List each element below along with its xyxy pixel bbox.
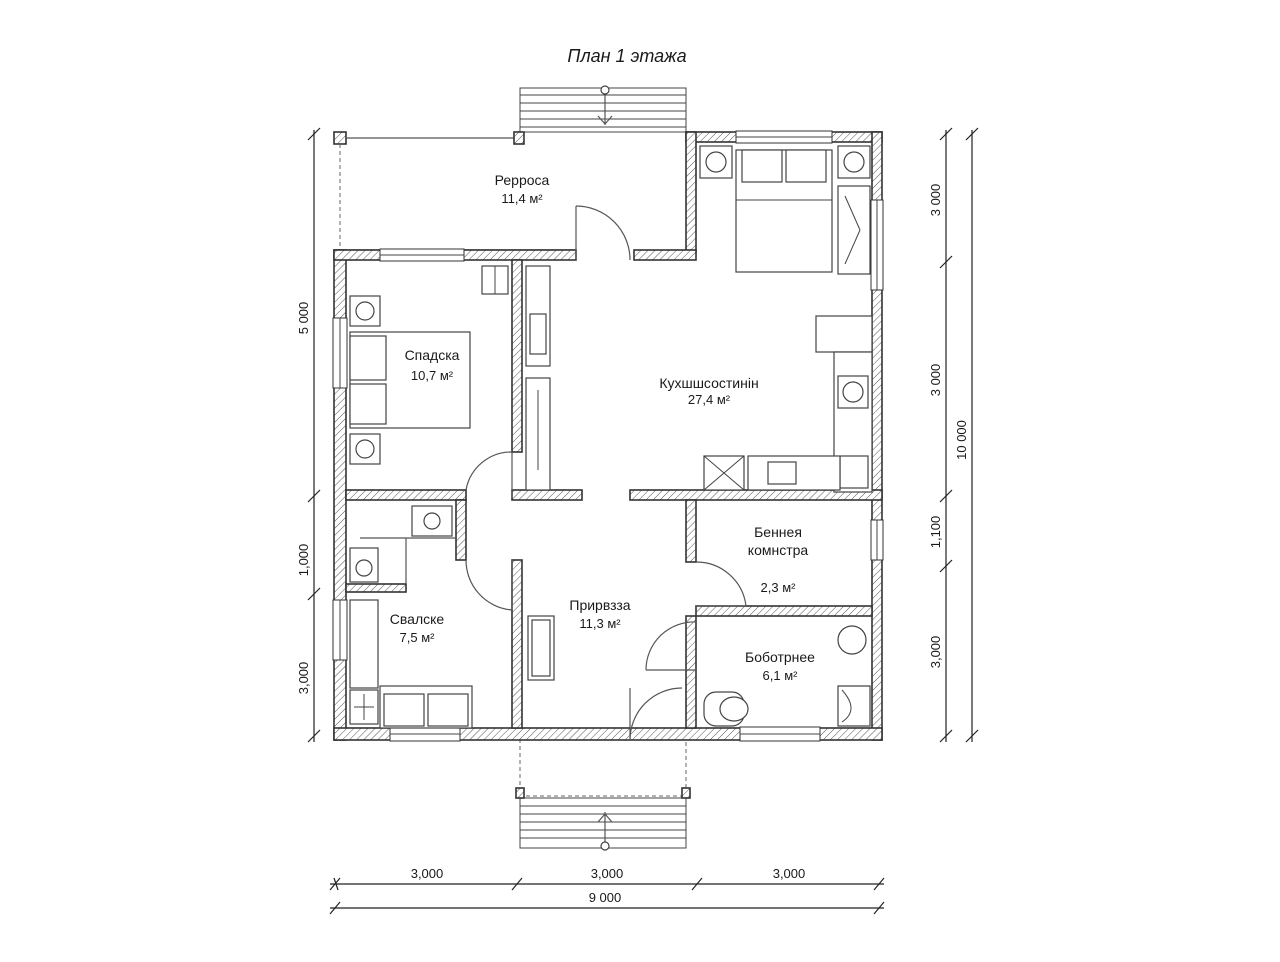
- terrace-name: Рерроса: [495, 172, 550, 188]
- dim-right-3: 1,100: [928, 516, 943, 549]
- storage-area: 2,3 м²: [761, 580, 797, 595]
- dim-right-4: 3,000: [928, 636, 943, 669]
- plan-title: План 1 этажа: [567, 46, 686, 66]
- hall-name: Прирвзза: [569, 597, 630, 613]
- furniture: [349, 145, 873, 729]
- bath-area: 6,1 м²: [763, 668, 799, 683]
- right-dimensions: 3 000 3 000 1,100 3,000 10 000: [928, 127, 979, 743]
- kitchen-area: 27,4 м²: [688, 392, 731, 407]
- dim-bottom-3: 3,000: [773, 866, 806, 881]
- bottom-dimensions: 3,000 3,000 3,000 9 000: [329, 866, 885, 915]
- dim-right-2: 3 000: [928, 364, 943, 397]
- dim-right-total: 10 000: [954, 420, 969, 460]
- kitchen-name: Кухшшсостинін: [659, 375, 758, 391]
- left-dimensions: 5 000 1,000 3,000: [296, 127, 321, 743]
- shower: [837, 625, 867, 655]
- dim-bottom-2: 3,000: [591, 866, 624, 881]
- hall-area: 11,3 м²: [579, 616, 621, 631]
- top-porch-stairs: [519, 85, 687, 133]
- terrace-area: 11,4 м²: [501, 191, 543, 206]
- dim-right-1: 3 000: [928, 184, 943, 217]
- storage-name-1: Беннея: [754, 524, 802, 540]
- bottom-porch-stairs: [515, 739, 691, 851]
- bedroom2-area: 7,5 м²: [400, 630, 436, 645]
- bedroom2-name: Свалске: [390, 611, 445, 627]
- doors: [465, 205, 747, 741]
- dim-left-3: 3,000: [296, 662, 311, 695]
- dim-bottom-1: 3,000: [411, 866, 444, 881]
- windows: [332, 130, 884, 742]
- dim-left-1: 5 000: [296, 302, 311, 335]
- bedroom1-area: 10,7 м²: [411, 368, 454, 383]
- bedroom1-name: Спадска: [405, 347, 460, 363]
- room-labels: Рерроса 11,4 м² Спадска 10,7 м² Кухшшсос…: [390, 172, 815, 683]
- storage-name-2: комнстра: [748, 542, 809, 558]
- dim-bottom-total: 9 000: [589, 890, 622, 905]
- bath-name: Боботрнее: [745, 649, 815, 665]
- dim-left-2: 1,000: [296, 544, 311, 577]
